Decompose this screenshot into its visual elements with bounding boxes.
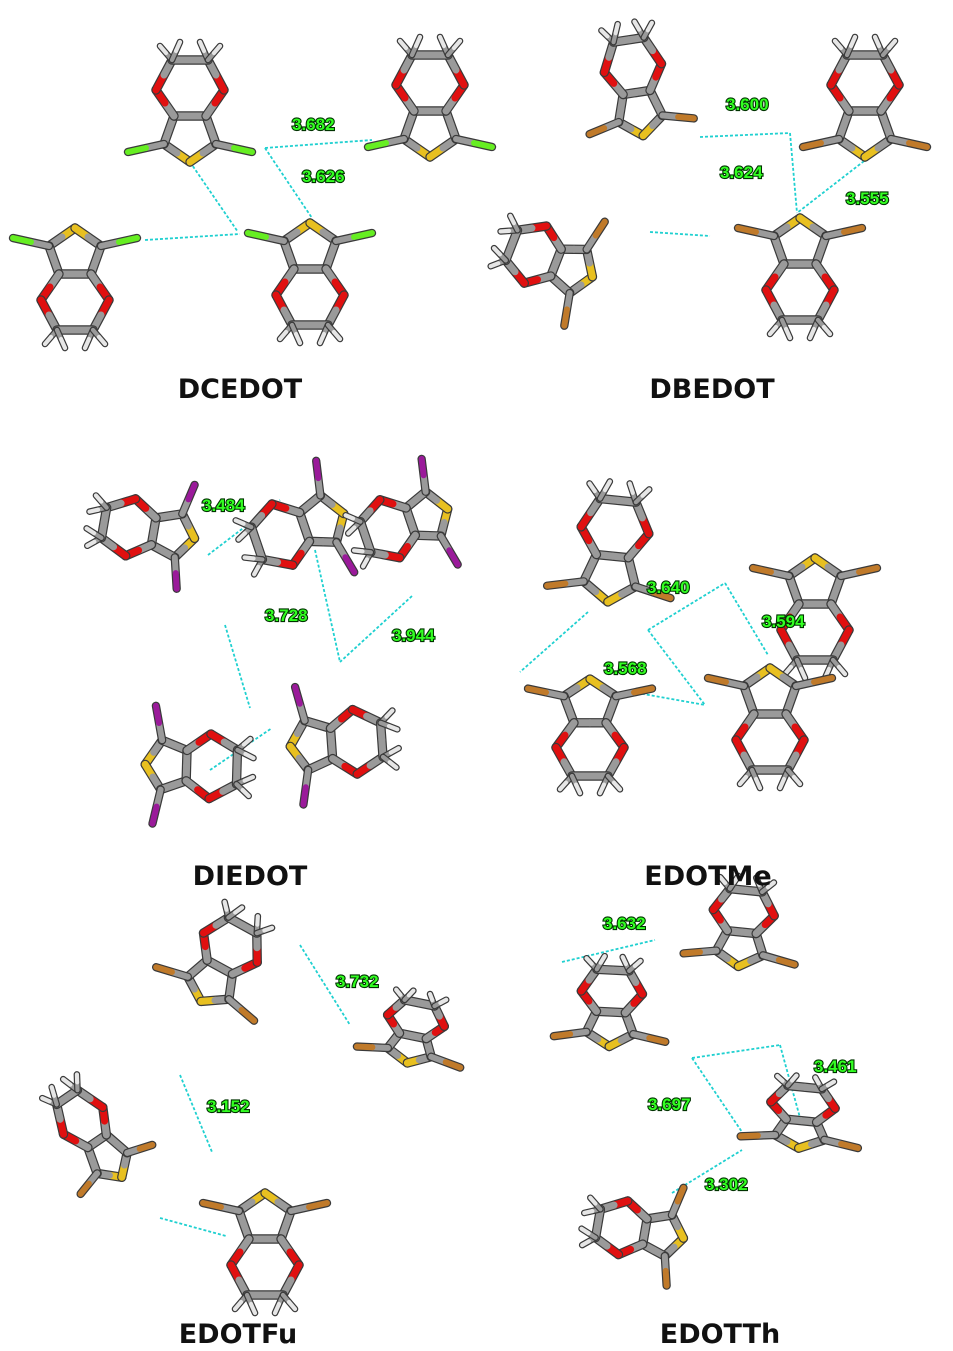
panel-title-edotth: EDOTTh: [660, 1319, 781, 1350]
molecule-dcedot-4: [243, 218, 377, 347]
molecule-edotfu-2: [352, 986, 465, 1072]
contact-dbedot-4: [649, 231, 711, 237]
molecule-dbedot-2: [798, 33, 932, 162]
contact-edotme-3: [647, 629, 706, 706]
label-layer: DCEDOT DBEDOT DIEDOT EDOTMe EDOTFu EDOTT…: [178, 94, 890, 1350]
contact-diedot-4: [339, 595, 413, 663]
contact-edotfu-2: [179, 1074, 213, 1153]
molecule-diedot-3: [342, 454, 462, 570]
contact-dbedot-1: [699, 132, 791, 138]
contact-edotth-1: [561, 939, 656, 963]
contact-edotme-1: [647, 582, 726, 631]
distance-label-edotth-4: 3.302: [705, 1175, 748, 1194]
panel-title-dbedot: DBEDOT: [649, 374, 775, 405]
molecule-dcedot-2: [363, 33, 497, 162]
molecule-edotth-2: [549, 952, 670, 1052]
panel-title-diedot: DIEDOT: [193, 861, 308, 892]
molecule-dcedot-1: [123, 38, 257, 167]
distance-label-dbedot-2: 3.624: [720, 163, 763, 182]
molecule-edotth-4: [578, 1183, 689, 1290]
molecule-diedot-1: [83, 480, 200, 593]
molecule-dcedot-3: [8, 223, 142, 352]
molecule-edotfu-3: [38, 1071, 157, 1199]
distance-label-edotfu-1: 3.732: [336, 972, 379, 991]
contact-edotfu-1: [299, 944, 351, 1026]
molecule-edotth-1: [679, 872, 799, 972]
molecule-diedot-2: [232, 456, 359, 578]
molecule-dbedot-4: [487, 212, 609, 330]
contact-dcedot-2: [264, 147, 313, 219]
contact-dbedot-2: [789, 132, 798, 214]
distance-label-edotme-1: 3.640: [647, 578, 690, 597]
molecule-dbedot-3: [733, 213, 867, 342]
distance-label-dbedot-1: 3.600: [726, 95, 769, 114]
molecule-dbedot-1: [585, 18, 698, 141]
molecule-edotme-3: [523, 674, 657, 797]
contact-edotme-2: [724, 582, 769, 656]
distance-label-dbedot-3: 3.555: [846, 189, 889, 208]
molecule-diedot-4: [140, 701, 257, 828]
contact-edotth-2: [691, 1044, 781, 1059]
contact-edotth-4: [691, 1057, 743, 1133]
contact-edotth-5: [671, 1149, 743, 1194]
contact-dcedot-3: [189, 161, 239, 233]
molecule-edotme-4: [703, 663, 837, 792]
panel-title-edotme: EDOTMe: [644, 861, 771, 892]
distance-label-diedot-2: 3.728: [265, 606, 308, 625]
contact-edotme-5: [519, 611, 589, 673]
molecule-edotfu-4: [198, 1188, 332, 1317]
molecule-edotme-2: [748, 553, 882, 682]
bond-layer: [8, 18, 932, 1317]
distance-label-diedot-1: 3.484: [202, 496, 245, 515]
distance-label-edotth-1: 3.632: [603, 914, 646, 933]
molecule-edotth-3: [736, 1072, 863, 1153]
distance-label-edotme-3: 3.568: [604, 659, 647, 678]
distance-label-dcedot-1: 3.682: [292, 115, 335, 134]
contact-edotfu-3: [159, 1217, 227, 1237]
molecule-diedot-5: [285, 682, 402, 809]
distance-label-edotth-2: 3.461: [814, 1057, 857, 1076]
distance-label-edotme-2: 3.594: [762, 612, 805, 631]
contact-dcedot-1: [264, 139, 373, 149]
contact-dcedot-4: [144, 233, 241, 241]
panel-title-dcedot: DCEDOT: [178, 374, 303, 405]
molecule-edotme-1: [542, 478, 675, 607]
distance-label-diedot-3: 3.944: [392, 626, 435, 645]
contact-diedot-2: [224, 624, 251, 709]
contact-diedot-3: [314, 549, 341, 663]
molecule-edotfu-1: [151, 898, 276, 1025]
contact-layer: [144, 132, 869, 1237]
distance-label-edotfu-2: 3.152: [207, 1097, 250, 1116]
distance-label-edotth-3: 3.697: [648, 1095, 691, 1114]
distance-label-dcedot-2: 3.626: [302, 167, 345, 186]
panel-title-edotfu: EDOTFu: [179, 1319, 298, 1350]
